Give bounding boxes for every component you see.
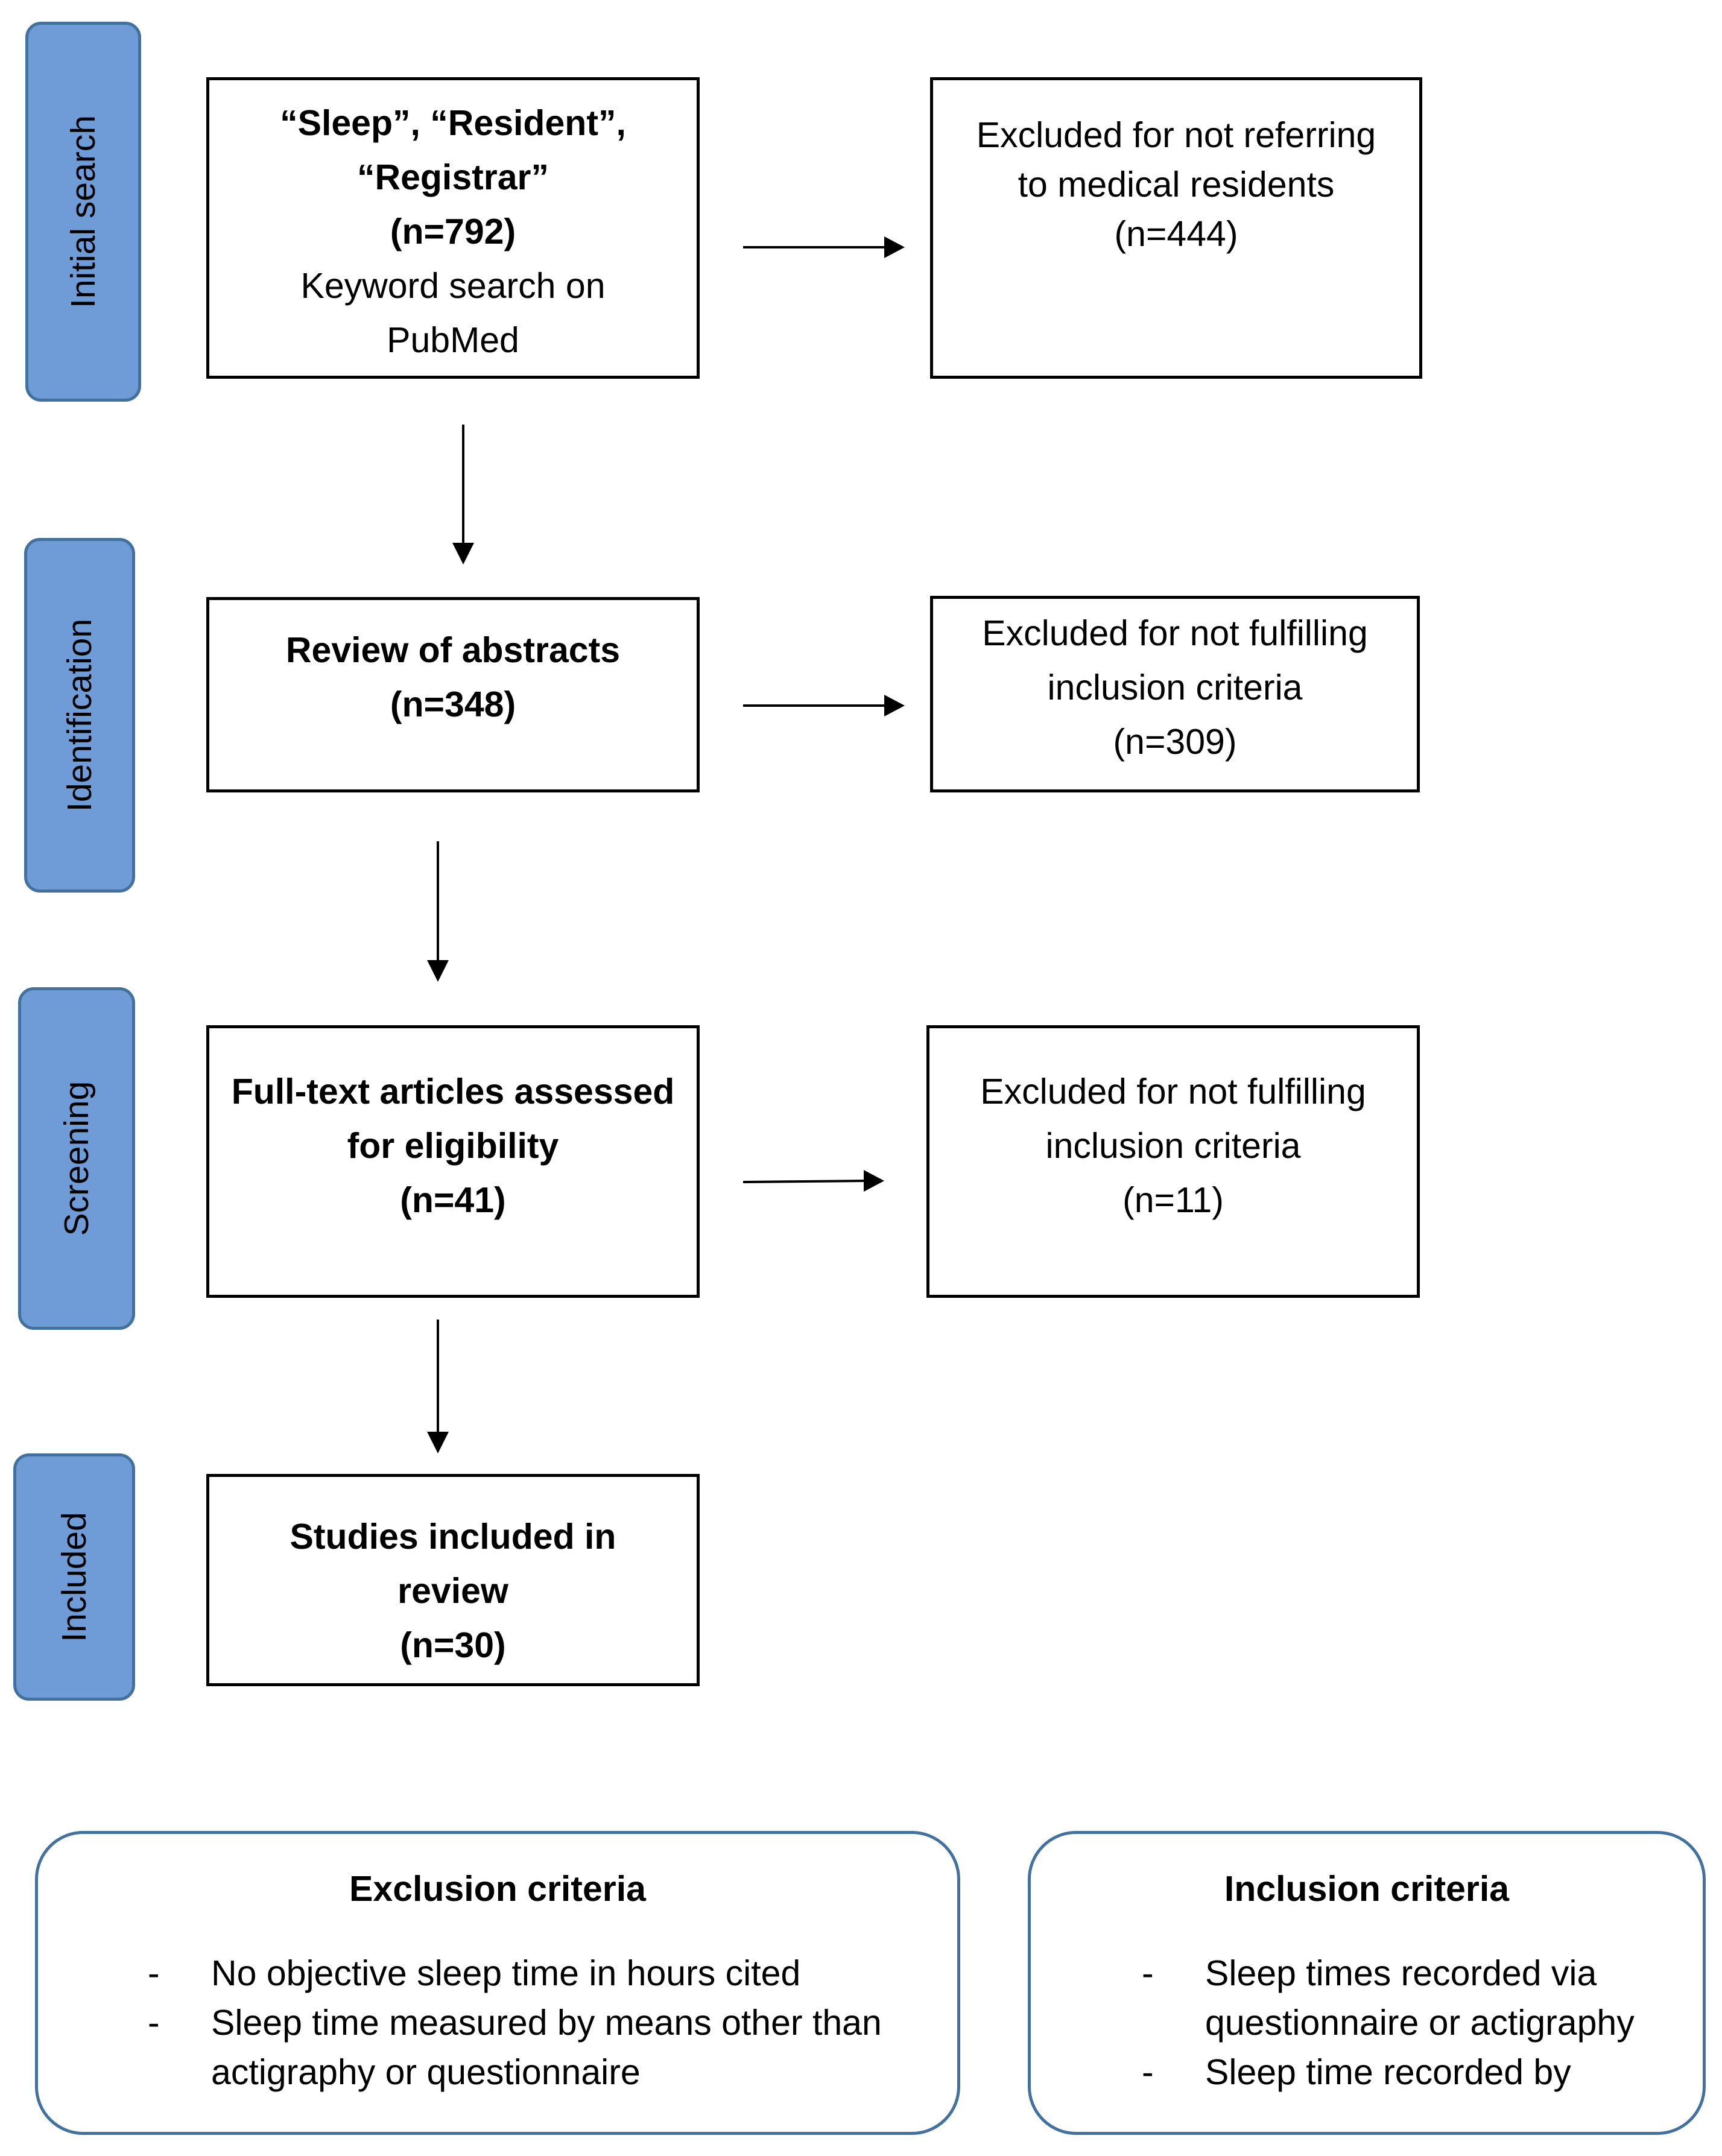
excluded-3-line1: Excluded for not fulfilling xyxy=(980,1072,1366,1111)
excluded-3-count: (n=11) xyxy=(1122,1180,1224,1220)
fulltext-line1: Full-text articles assessed xyxy=(231,1072,675,1111)
inclusion-item: Sleep times recorded via questionnaire or… xyxy=(1142,1949,1635,2047)
review-count: (n=348) xyxy=(390,684,516,724)
review-title: Review of abstracts xyxy=(285,630,621,670)
arrowhead xyxy=(427,960,449,982)
initial-desc-line1: Keyword search on xyxy=(300,266,606,306)
exclusion-criteria-list: No objective sleep time in hours cited S… xyxy=(148,1949,882,2097)
initial-desc-line2: PubMed xyxy=(387,320,519,360)
excluded-abstracts-box: Excluded for not fulfilling inclusion cr… xyxy=(930,596,1420,792)
exclusion-criteria-title: Exclusion criteria xyxy=(349,1869,646,1909)
included-box: Studies included in review (n=30) xyxy=(206,1474,700,1686)
stage-screening: Screening xyxy=(18,987,135,1330)
excluded-2-line1: Excluded for not fulfilling xyxy=(982,613,1368,653)
arrowhead xyxy=(452,543,474,564)
excluded-1-line1: Excluded for not referring xyxy=(976,115,1376,155)
excluded-fulltext-box: Excluded for not fulfilling inclusion cr… xyxy=(926,1025,1420,1298)
inclusion-item-text: questionnaire or actigraphy xyxy=(1205,2003,1635,2043)
initial-search-box: “Sleep”, “Resident”, “Registrar” (n=792)… xyxy=(206,77,700,379)
included-line1: Studies included in xyxy=(290,1517,616,1557)
inclusion-criteria-title: Inclusion criteria xyxy=(1224,1869,1510,1909)
inclusion-item-text: Sleep time recorded by xyxy=(1205,2052,1571,2092)
exclusion-item: Sleep time measured by means other than a… xyxy=(148,1998,882,2097)
exclusion-item-text: No objective sleep time in hours cited xyxy=(211,1953,801,1993)
review-abstracts-box: Review of abstracts (n=348) xyxy=(206,597,700,792)
excluded-1-count: (n=444) xyxy=(1114,214,1238,254)
stage-identification: Identification xyxy=(24,538,135,893)
inclusion-item-text: Sleep times recorded via xyxy=(1205,1953,1597,1993)
arrowhead xyxy=(884,695,905,716)
excluded-3-line2: inclusion criteria xyxy=(1045,1126,1301,1166)
stage-included: Included xyxy=(13,1453,135,1701)
search-terms-line1: “Sleep”, “Resident”, xyxy=(280,103,626,143)
stage-initial-search: Initial search xyxy=(25,22,141,402)
arrowhead xyxy=(884,236,905,258)
exclusion-item-text: Sleep time measured by means other than xyxy=(211,2003,882,2043)
exclusion-item: No objective sleep time in hours cited xyxy=(148,1949,882,1998)
arrowhead xyxy=(427,1432,449,1453)
inclusion-criteria-list: Sleep times recorded via questionnaire or… xyxy=(1142,1949,1635,2097)
excluded-2-count: (n=309) xyxy=(1113,722,1237,762)
search-terms-line2: “Registrar” xyxy=(356,157,549,197)
fulltext-count: (n=41) xyxy=(400,1180,506,1220)
included-line2: review xyxy=(397,1571,508,1611)
arrow-right-3 xyxy=(742,1180,864,1183)
excluded-2-line2: inclusion criteria xyxy=(1047,668,1303,707)
excluded-1-line2: to medical residents xyxy=(1018,165,1335,204)
fulltext-line2: for eligibility xyxy=(347,1126,559,1166)
initial-count: (n=792) xyxy=(390,212,516,251)
excluded-non-residents-box: Excluded for not referring to medical re… xyxy=(930,77,1422,379)
exclusion-criteria-panel: Exclusion criteria No objective sleep ti… xyxy=(35,1831,960,2135)
arrowhead xyxy=(864,1170,884,1192)
inclusion-criteria-panel: Inclusion criteria Sleep times recorded … xyxy=(1028,1831,1706,2135)
inclusion-item: Sleep time recorded by xyxy=(1142,2047,1635,2097)
included-count: (n=30) xyxy=(400,1625,506,1665)
exclusion-item-text: actigraphy or questionnaire xyxy=(211,2052,641,2092)
fulltext-box: Full-text articles assessed for eligibil… xyxy=(206,1025,700,1298)
